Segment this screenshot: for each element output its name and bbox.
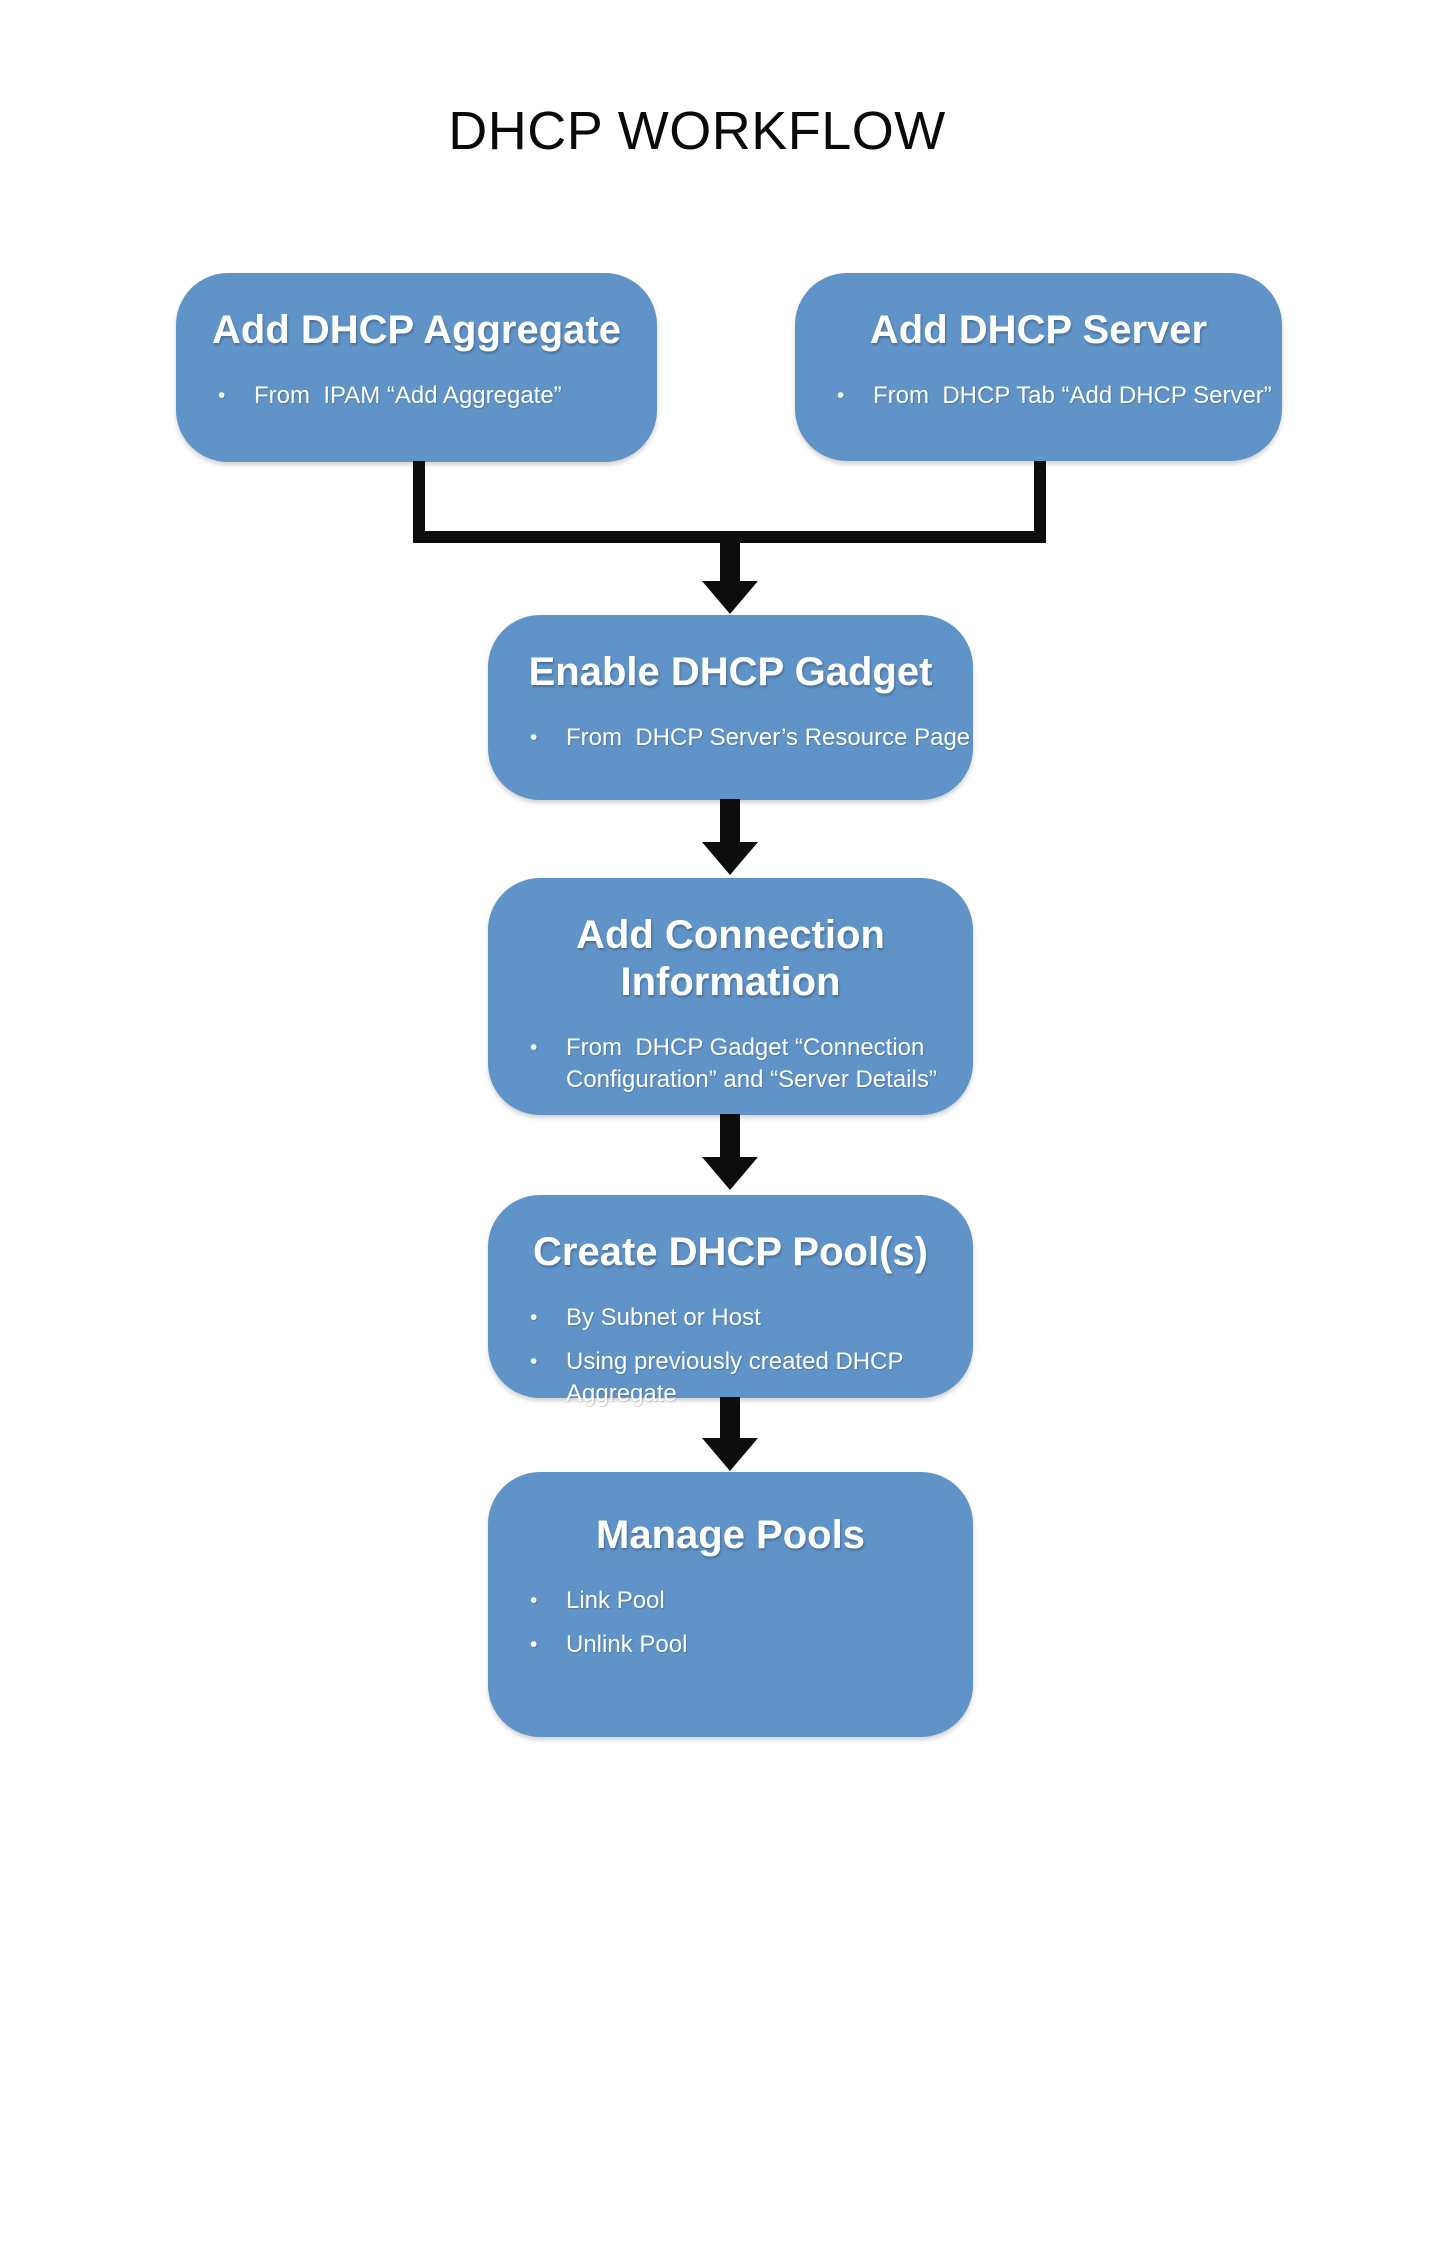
- flow-node-manage-pools: Manage Pools • Link Pool • Unlink Pool: [488, 1472, 973, 1737]
- bullet-dot: •: [218, 384, 226, 408]
- bullet-item: • From IPAM “Add Aggregate”: [218, 380, 639, 412]
- node-bullet-list: • From DHCP Tab “Add DHCP Server”: [795, 380, 1282, 412]
- down-arrow-2: [702, 1114, 758, 1190]
- bullet-text: By Subnet or Host: [566, 1304, 761, 1332]
- node-bullet-list: • From IPAM “Add Aggregate”: [176, 380, 657, 412]
- bullet-text: Link Pool: [566, 1587, 665, 1615]
- arrow-stem: [720, 799, 740, 842]
- node-title: Add DHCP Aggregate: [212, 308, 621, 352]
- bullet-item: • Using previously created DHCP Aggregat…: [530, 1346, 955, 1409]
- flow-node-add-dhcp-aggregate: Add DHCP Aggregate • From IPAM “Add Aggr…: [176, 273, 657, 462]
- bullet-text: From IPAM “Add Aggregate”: [254, 382, 562, 410]
- bullet-dot: •: [530, 726, 538, 750]
- bullet-text: From DHCP Gadget “Connection Configurati…: [566, 1034, 937, 1094]
- down-arrow-1: [702, 799, 758, 875]
- arrow-head-icon: [702, 842, 758, 875]
- connector-stub-right: [1034, 461, 1046, 543]
- bullet-dot: •: [530, 1036, 538, 1060]
- node-title: Enable DHCP Gadget: [528, 650, 933, 694]
- node-bullet-list: • By Subnet or Host • Using previously c…: [488, 1302, 973, 1409]
- bullet-text: From DHCP Tab “Add DHCP Server”: [873, 382, 1272, 410]
- bullet-item: • From DHCP Tab “Add DHCP Server”: [837, 380, 1272, 412]
- bullet-item: • From DHCP Gadget “Connection Configura…: [530, 1032, 955, 1095]
- flow-node-enable-dhcp-gadget: Enable DHCP Gadget • From DHCP Server’s …: [488, 615, 973, 800]
- bullet-item: • Unlink Pool: [530, 1629, 955, 1661]
- node-title: Create DHCP Pool(s): [533, 1230, 928, 1274]
- arrow-head-icon: [702, 1157, 758, 1190]
- node-title: Manage Pools: [596, 1513, 865, 1557]
- bullet-text: Unlink Pool: [566, 1630, 688, 1658]
- bullet-text: Using previously created DHCP Aggregate: [566, 1347, 909, 1407]
- diagram-title: DHCP WORKFLOW: [448, 101, 946, 161]
- arrow-head-icon: [702, 581, 758, 614]
- bullet-dot: •: [530, 1349, 538, 1373]
- flow-node-add-dhcp-server: Add DHCP Server • From DHCP Tab “Add DHC…: [795, 273, 1282, 461]
- arrow-head-icon: [702, 1438, 758, 1471]
- connector-horizontal-bar: [413, 531, 1046, 543]
- bullet-item: • From DHCP Server’s Resource Page: [530, 722, 970, 754]
- bullet-item: • By Subnet or Host: [530, 1302, 955, 1334]
- bullet-dot: •: [530, 1632, 538, 1656]
- bullet-dot: •: [530, 1306, 538, 1330]
- node-bullet-list: • Link Pool • Unlink Pool: [488, 1585, 973, 1660]
- node-bullet-list: • From DHCP Server’s Resource Page: [488, 722, 973, 754]
- flow-node-add-connection-information: Add Connection Information • From DHCP G…: [488, 878, 973, 1115]
- bullet-dot: •: [530, 1589, 538, 1613]
- node-title: Add Connection Information: [576, 913, 885, 1005]
- bullet-item: • Link Pool: [530, 1585, 955, 1617]
- arrow-stem: [720, 543, 740, 581]
- arrow-stem: [720, 1114, 740, 1157]
- down-arrow-3: [702, 1397, 758, 1471]
- bullet-dot: •: [837, 384, 845, 408]
- connector-stub-left: [413, 461, 425, 543]
- bullet-text: From DHCP Server’s Resource Page: [566, 724, 971, 752]
- node-bullet-list: • From DHCP Gadget “Connection Configura…: [488, 1032, 973, 1095]
- flow-node-create-dhcp-pools: Create DHCP Pool(s) • By Subnet or Host …: [488, 1195, 973, 1407]
- down-arrow-junction: [702, 543, 758, 614]
- node-title: Add DHCP Server: [869, 308, 1208, 352]
- arrow-stem: [720, 1397, 740, 1438]
